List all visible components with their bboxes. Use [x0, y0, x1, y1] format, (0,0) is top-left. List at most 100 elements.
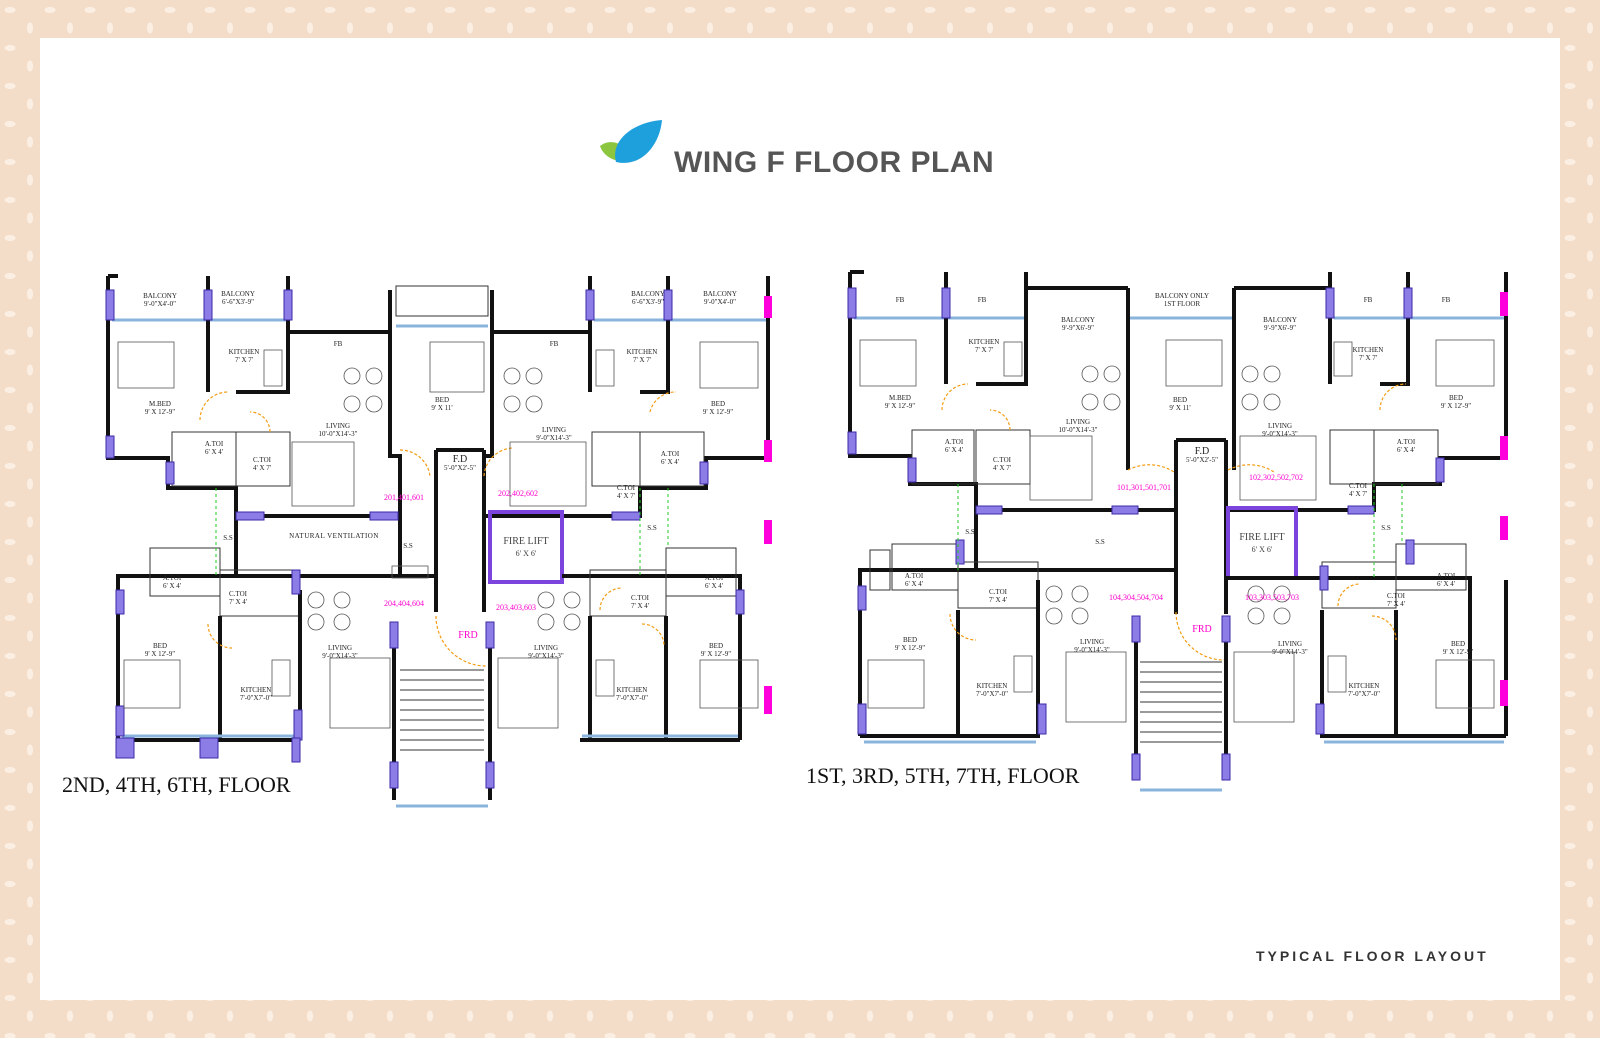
label: 7'-0"X7'-0" [1348, 690, 1380, 698]
label: 9' X 11' [1169, 404, 1190, 412]
label: 9' X 11' [431, 404, 452, 412]
label: KITCHEN [617, 686, 648, 694]
label: BED [1173, 396, 1187, 404]
label: 9'-0"X14'-3" [1272, 648, 1308, 656]
label: A.TOI [661, 450, 680, 458]
label: KITCHEN [229, 348, 260, 356]
typical-floor-layout-label: TYPICAL FLOOR LAYOUT [1256, 948, 1489, 964]
label: LIVING [534, 644, 558, 652]
label: 6'-6"X3'-9" [632, 298, 664, 306]
label: BALCONY [703, 290, 737, 298]
label: BED [153, 642, 167, 650]
page-title: WING F FLOOR PLAN [674, 146, 995, 179]
label: 9' X 12'-9" [145, 408, 175, 416]
label: 7' X 4' [1387, 600, 1405, 608]
label: LIVING [542, 426, 566, 434]
label: KITCHEN [969, 338, 1000, 346]
unit-number: 101,301,501,701 [1117, 483, 1171, 492]
unit-number: 102,302,502,702 [1249, 473, 1303, 482]
label: C.TOI [253, 456, 272, 464]
label: BED [435, 396, 449, 404]
label: 9' X 12'-9" [703, 408, 733, 416]
label: 6' X 4' [661, 458, 679, 466]
label: 7'-0"X7'-0" [976, 690, 1008, 698]
label: 9'-9"X6'-9" [1062, 324, 1094, 332]
label: C.TOI [631, 594, 650, 602]
label: 9' X 12'-9" [1443, 648, 1473, 656]
fire-lift-size: 6' X 6' [516, 549, 537, 558]
label: 6' X 4' [905, 580, 923, 588]
label: FB [1442, 296, 1451, 304]
label: LIVING [1066, 418, 1090, 426]
label: 9'-9"X6'-9" [1264, 324, 1296, 332]
fire-lift-size: 6' X 6' [1252, 545, 1273, 554]
label: 6' X 4' [163, 582, 181, 590]
label: 5'-0"X2'-5" [444, 464, 476, 472]
label: BALCONY ONLY [1155, 292, 1209, 300]
label: 9'-0"X14'-3" [536, 434, 572, 442]
label: 6' X 4' [1437, 580, 1455, 588]
label: BED [1451, 640, 1465, 648]
unit-number: 104,304,504,704 [1109, 593, 1163, 602]
label: 10'-0"X14'-3" [319, 430, 358, 438]
label: LIVING [1278, 640, 1302, 648]
label: C.TOI [617, 484, 636, 492]
label: 7' X 7' [1359, 354, 1377, 362]
label: BED [711, 400, 725, 408]
label: 6'-6"X3'-9" [222, 298, 254, 306]
label: S.S [965, 528, 975, 536]
label: C.TOI [993, 456, 1012, 464]
label: KITCHEN [241, 686, 272, 694]
label: FB [334, 340, 343, 348]
label: S.S [647, 524, 657, 532]
label: S.S [223, 534, 233, 542]
label: BED [1449, 394, 1463, 402]
label: 9'-0"X4'-0" [704, 298, 736, 306]
label: 10'-0"X14'-3" [1059, 426, 1098, 434]
right-floor-caption: 1ST, 3RD, 5TH, 7TH, FLOOR [806, 763, 1080, 788]
label: F.D [453, 454, 467, 465]
label: S.S [1381, 524, 1391, 532]
label: BALCONY [221, 290, 255, 298]
label: 9' X 12'-9" [1441, 402, 1471, 410]
label: 7' X 7' [633, 356, 651, 364]
label: LIVING [1268, 422, 1292, 430]
label: S.S [1095, 538, 1105, 546]
left-floor-plan: BALCONY 9'-0"X4'-0" BALCONY 6'-6"X3'-9" … [105, 274, 772, 808]
unit-number: 201,401,601 [384, 493, 424, 502]
label: BALCONY [631, 290, 665, 298]
label: 7' X 4' [631, 602, 649, 610]
label: C.TOI [1387, 592, 1406, 600]
label: 4' X 7' [617, 492, 635, 500]
label: BED [709, 642, 723, 650]
label: 9'-0"X14'-3" [528, 652, 564, 660]
leaf-logo-icon [600, 120, 662, 163]
label: 9' X 12'-9" [895, 644, 925, 652]
label: 9'-0"X14'-3" [1262, 430, 1298, 438]
label: 9'-0"X14'-3" [322, 652, 358, 660]
unit-number: 202,402,602 [498, 489, 538, 498]
label: A.TOI [1437, 572, 1456, 580]
label: BALCONY [143, 292, 177, 300]
label: FB [1364, 296, 1373, 304]
label: KITCHEN [1353, 346, 1384, 354]
label: A.TOI [1397, 438, 1416, 446]
label: 6' X 4' [205, 448, 223, 456]
label: 7'-0"X7'-0" [240, 694, 272, 702]
left-floor-caption: 2ND, 4TH, 6TH, FLOOR [62, 772, 291, 797]
label: 7' X 7' [975, 346, 993, 354]
label: 9' X 12'-9" [885, 402, 915, 410]
label: 7'-0"X7'-0" [616, 694, 648, 702]
label: 7' X 7' [235, 356, 253, 364]
label: 9'-0"X4'-0" [144, 300, 176, 308]
label: 7' X 4' [989, 596, 1007, 604]
fire-lift-label: FIRE LIFT [503, 536, 548, 547]
frd-label: FRD [458, 630, 477, 641]
label: A.TOI [945, 438, 964, 446]
label: C.TOI [229, 590, 248, 598]
label: 9'-0"X14'-3" [1074, 646, 1110, 654]
label: A.TOI [705, 574, 724, 582]
label: FB [896, 296, 905, 304]
fire-lift-label: FIRE LIFT [1239, 532, 1284, 543]
label: NATURAL VENTILATION [289, 532, 379, 540]
